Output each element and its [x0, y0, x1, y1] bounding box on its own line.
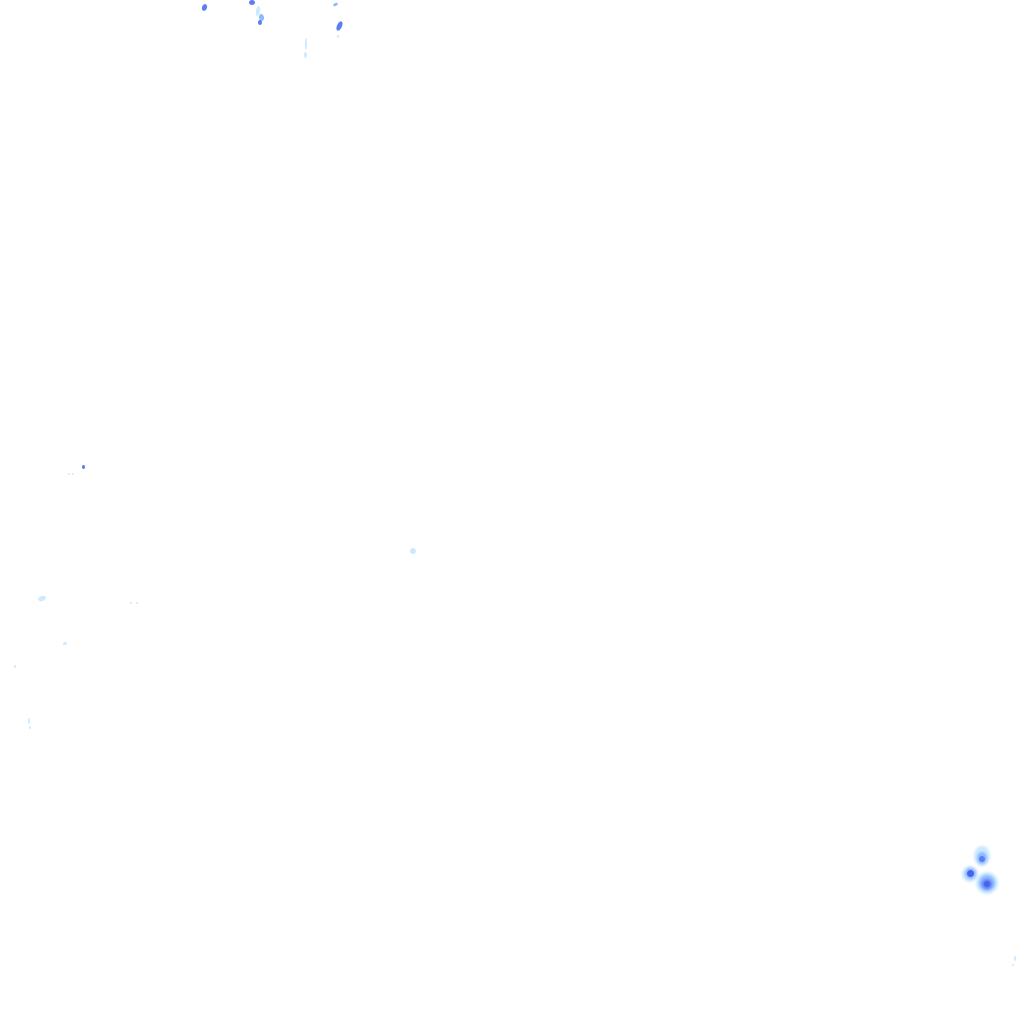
- precipitation-echo: [37, 594, 47, 603]
- precipitation-echo: [979, 875, 995, 891]
- precipitation-echo: [255, 5, 261, 17]
- precipitation-echo: [982, 879, 992, 889]
- precipitation-echo: [29, 726, 31, 729]
- precipitation-echo: [304, 52, 307, 58]
- precipitation-echo: [337, 35, 339, 38]
- precipitation-echo: [258, 20, 262, 25]
- precipitation-echo: [68, 473, 70, 475]
- precipitation-echo: [1014, 956, 1016, 961]
- precipitation-echo: [965, 868, 976, 879]
- precipitation-echo: [82, 465, 85, 469]
- precipitation-echo: [984, 881, 990, 887]
- precipitation-echo: [410, 548, 416, 554]
- precipitation-echo: [72, 473, 74, 475]
- precipitation-echo: [305, 38, 307, 50]
- precipitation-echo: [249, 0, 255, 5]
- precipitation-echo: [976, 872, 998, 894]
- precipitation-echo: [130, 602, 132, 604]
- precipitation-echo: [200, 3, 209, 12]
- precipitation-echo: [332, 1, 339, 8]
- precipitation-echo: [28, 718, 30, 724]
- precipitation-echo: [979, 856, 985, 862]
- precipitation-echo: [967, 870, 974, 877]
- precipitation-echo: [974, 846, 990, 866]
- precipitation-echo: [14, 665, 16, 668]
- precipitation-echo: [62, 641, 68, 646]
- precipitation-echo: [977, 852, 987, 864]
- precipitation-echo: [335, 20, 344, 32]
- precipitation-echo: [136, 602, 138, 604]
- precipitation-echo: [1012, 964, 1014, 966]
- precipitation-echo: [962, 866, 978, 882]
- precipitation-echo: [258, 13, 265, 22]
